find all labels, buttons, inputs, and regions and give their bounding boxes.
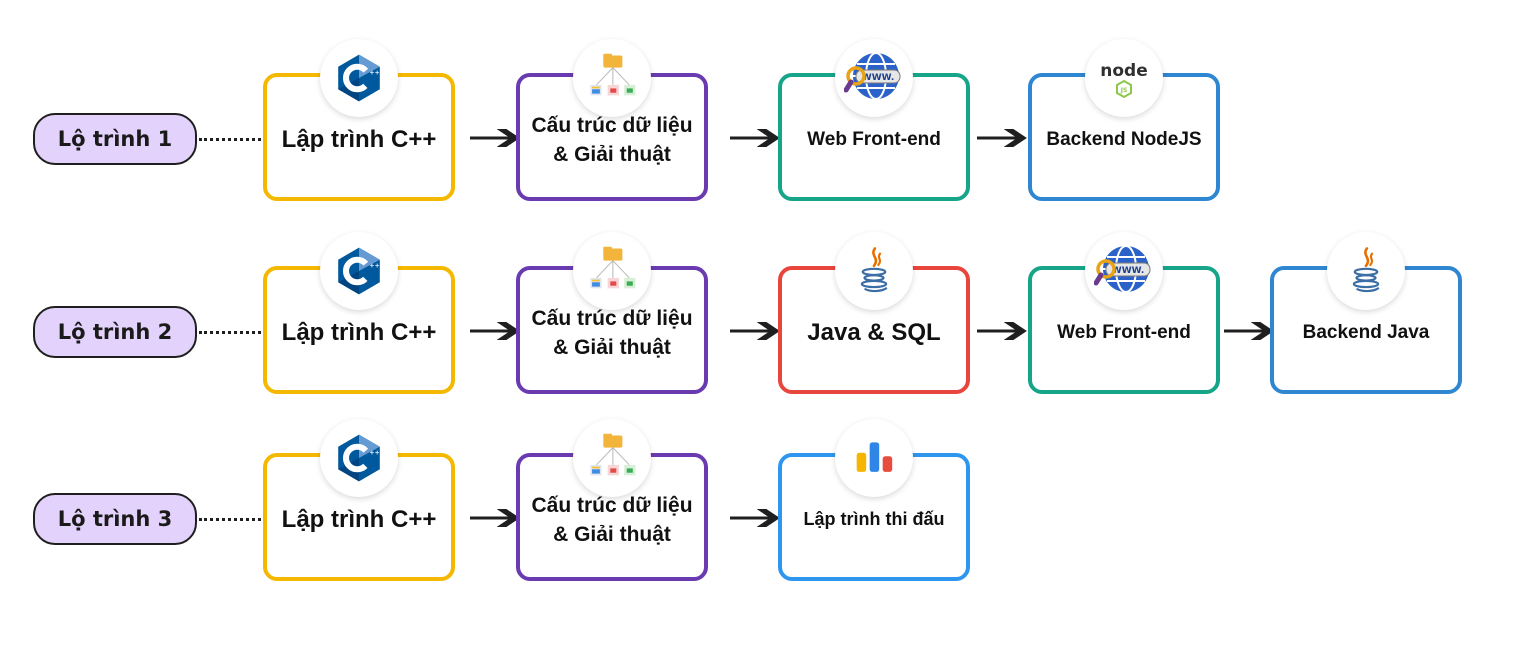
step-label: Cấu trúc dữ liệu & Giải thuật xyxy=(531,493,693,546)
step-label: Lập trình thi đấu xyxy=(803,509,945,530)
track-3-label: Lộ trình 3 xyxy=(33,493,197,545)
nodejs-icon: node JS xyxy=(1085,39,1163,117)
track-3-connector xyxy=(199,518,261,521)
step-web-frontend: Web Front-end xyxy=(778,39,970,201)
step-data-structures: Cấu trúc dữ liệu & Giải thuật xyxy=(516,419,708,581)
track-2-connector xyxy=(199,331,261,334)
arrow-icon xyxy=(977,129,1027,147)
step-label: Web Front-end xyxy=(807,128,941,150)
arrow-icon xyxy=(1224,322,1274,340)
svg-text:JS: JS xyxy=(1120,87,1128,94)
track-3: Lộ trình 3 Lập trình C++ Cấu trúc dữ liệ… xyxy=(0,419,1522,585)
track-1-connector xyxy=(199,138,261,141)
step-label: Cấu trúc dữ liệu & Giải thuật xyxy=(531,306,693,359)
cpp-icon xyxy=(320,39,398,117)
bar-chart-icon xyxy=(835,419,913,497)
java-icon xyxy=(835,232,913,310)
step-label: Lập trình C++ xyxy=(281,126,437,154)
step-label: Java & SQL xyxy=(807,319,941,347)
step-label: Cấu trúc dữ liệu & Giải thuật xyxy=(531,113,693,166)
track-1: Lộ trình 1 Lập trình C++ Cấu trúc dữ liệ… xyxy=(0,39,1522,205)
arrow-icon xyxy=(977,322,1027,340)
data-structure-icon xyxy=(573,419,651,497)
data-structure-icon xyxy=(573,39,651,117)
arrow-icon xyxy=(730,509,780,527)
arrow-icon xyxy=(470,322,520,340)
step-backend-nodejs: node JS Backend NodeJS xyxy=(1028,39,1220,201)
data-structure-icon xyxy=(573,232,651,310)
www-globe-icon xyxy=(835,39,913,117)
track-2-label: Lộ trình 2 xyxy=(33,306,197,358)
step-label: Backend Java xyxy=(1302,321,1430,343)
arrow-icon xyxy=(470,509,520,527)
step-label: Backend NodeJS xyxy=(1046,128,1202,150)
cpp-icon xyxy=(320,419,398,497)
step-java-sql: Java & SQL xyxy=(778,232,970,394)
step-label: Lập trình C++ xyxy=(281,506,437,534)
arrow-icon xyxy=(730,322,780,340)
arrow-icon xyxy=(470,129,520,147)
cpp-icon xyxy=(320,232,398,310)
step-cpp: Lập trình C++ xyxy=(263,419,455,581)
track-1-label: Lộ trình 1 xyxy=(33,113,197,165)
step-label: Lập trình C++ xyxy=(281,319,437,347)
step-cpp: Lập trình C++ xyxy=(263,39,455,201)
step-label: Web Front-end xyxy=(1057,321,1191,343)
step-web-frontend: Web Front-end xyxy=(1028,232,1220,394)
svg-text:node: node xyxy=(1100,61,1147,81)
step-data-structures: Cấu trúc dữ liệu & Giải thuật xyxy=(516,39,708,201)
java-icon xyxy=(1327,232,1405,310)
step-backend-java: Backend Java xyxy=(1270,232,1462,394)
track-2: Lộ trình 2 Lập trình C++ Cấu trúc dữ liệ… xyxy=(0,232,1522,398)
step-cpp: Lập trình C++ xyxy=(263,232,455,394)
step-competitive-programming: Lập trình thi đấu xyxy=(778,419,970,581)
arrow-icon xyxy=(730,129,780,147)
www-globe-icon xyxy=(1085,232,1163,310)
step-data-structures: Cấu trúc dữ liệu & Giải thuật xyxy=(516,232,708,394)
